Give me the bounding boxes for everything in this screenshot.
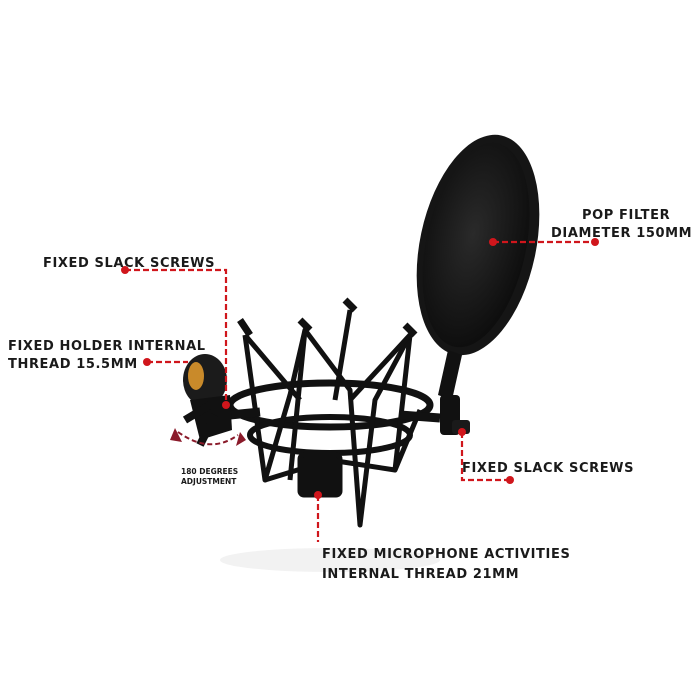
floor-shadow — [220, 548, 440, 572]
pop-filter — [416, 134, 540, 435]
callout-top-left-screws: FIXED SLACK SCREWS — [43, 256, 215, 271]
callout-adjust-line1: 180 DEGREES — [181, 467, 238, 476]
callout-holder-line1: FIXED HOLDER INTERNAL — [8, 339, 206, 354]
callout-holder-line2: THREAD 15.5MM — [8, 357, 138, 372]
callout-mic-line2: INTERNAL THREAD 21MM — [322, 567, 519, 582]
callout-pop-line2: DIAMETER 150MM — [551, 226, 692, 241]
callout-pop-line1: POP FILTER — [582, 208, 670, 223]
leader-lines — [121, 238, 599, 542]
callout-adjust-line2: ADJUSTMENT — [181, 477, 237, 486]
rotation-arrow-icon — [177, 431, 239, 446]
callout-right-screws: FIXED SLACK SCREWS — [462, 461, 634, 476]
holder-knob — [182, 354, 232, 447]
rotation-arrowheads-icon — [170, 428, 246, 446]
callout-mic-line1: FIXED MICROPHONE ACTIVITIES — [322, 547, 570, 562]
shock-mount — [226, 297, 441, 528]
